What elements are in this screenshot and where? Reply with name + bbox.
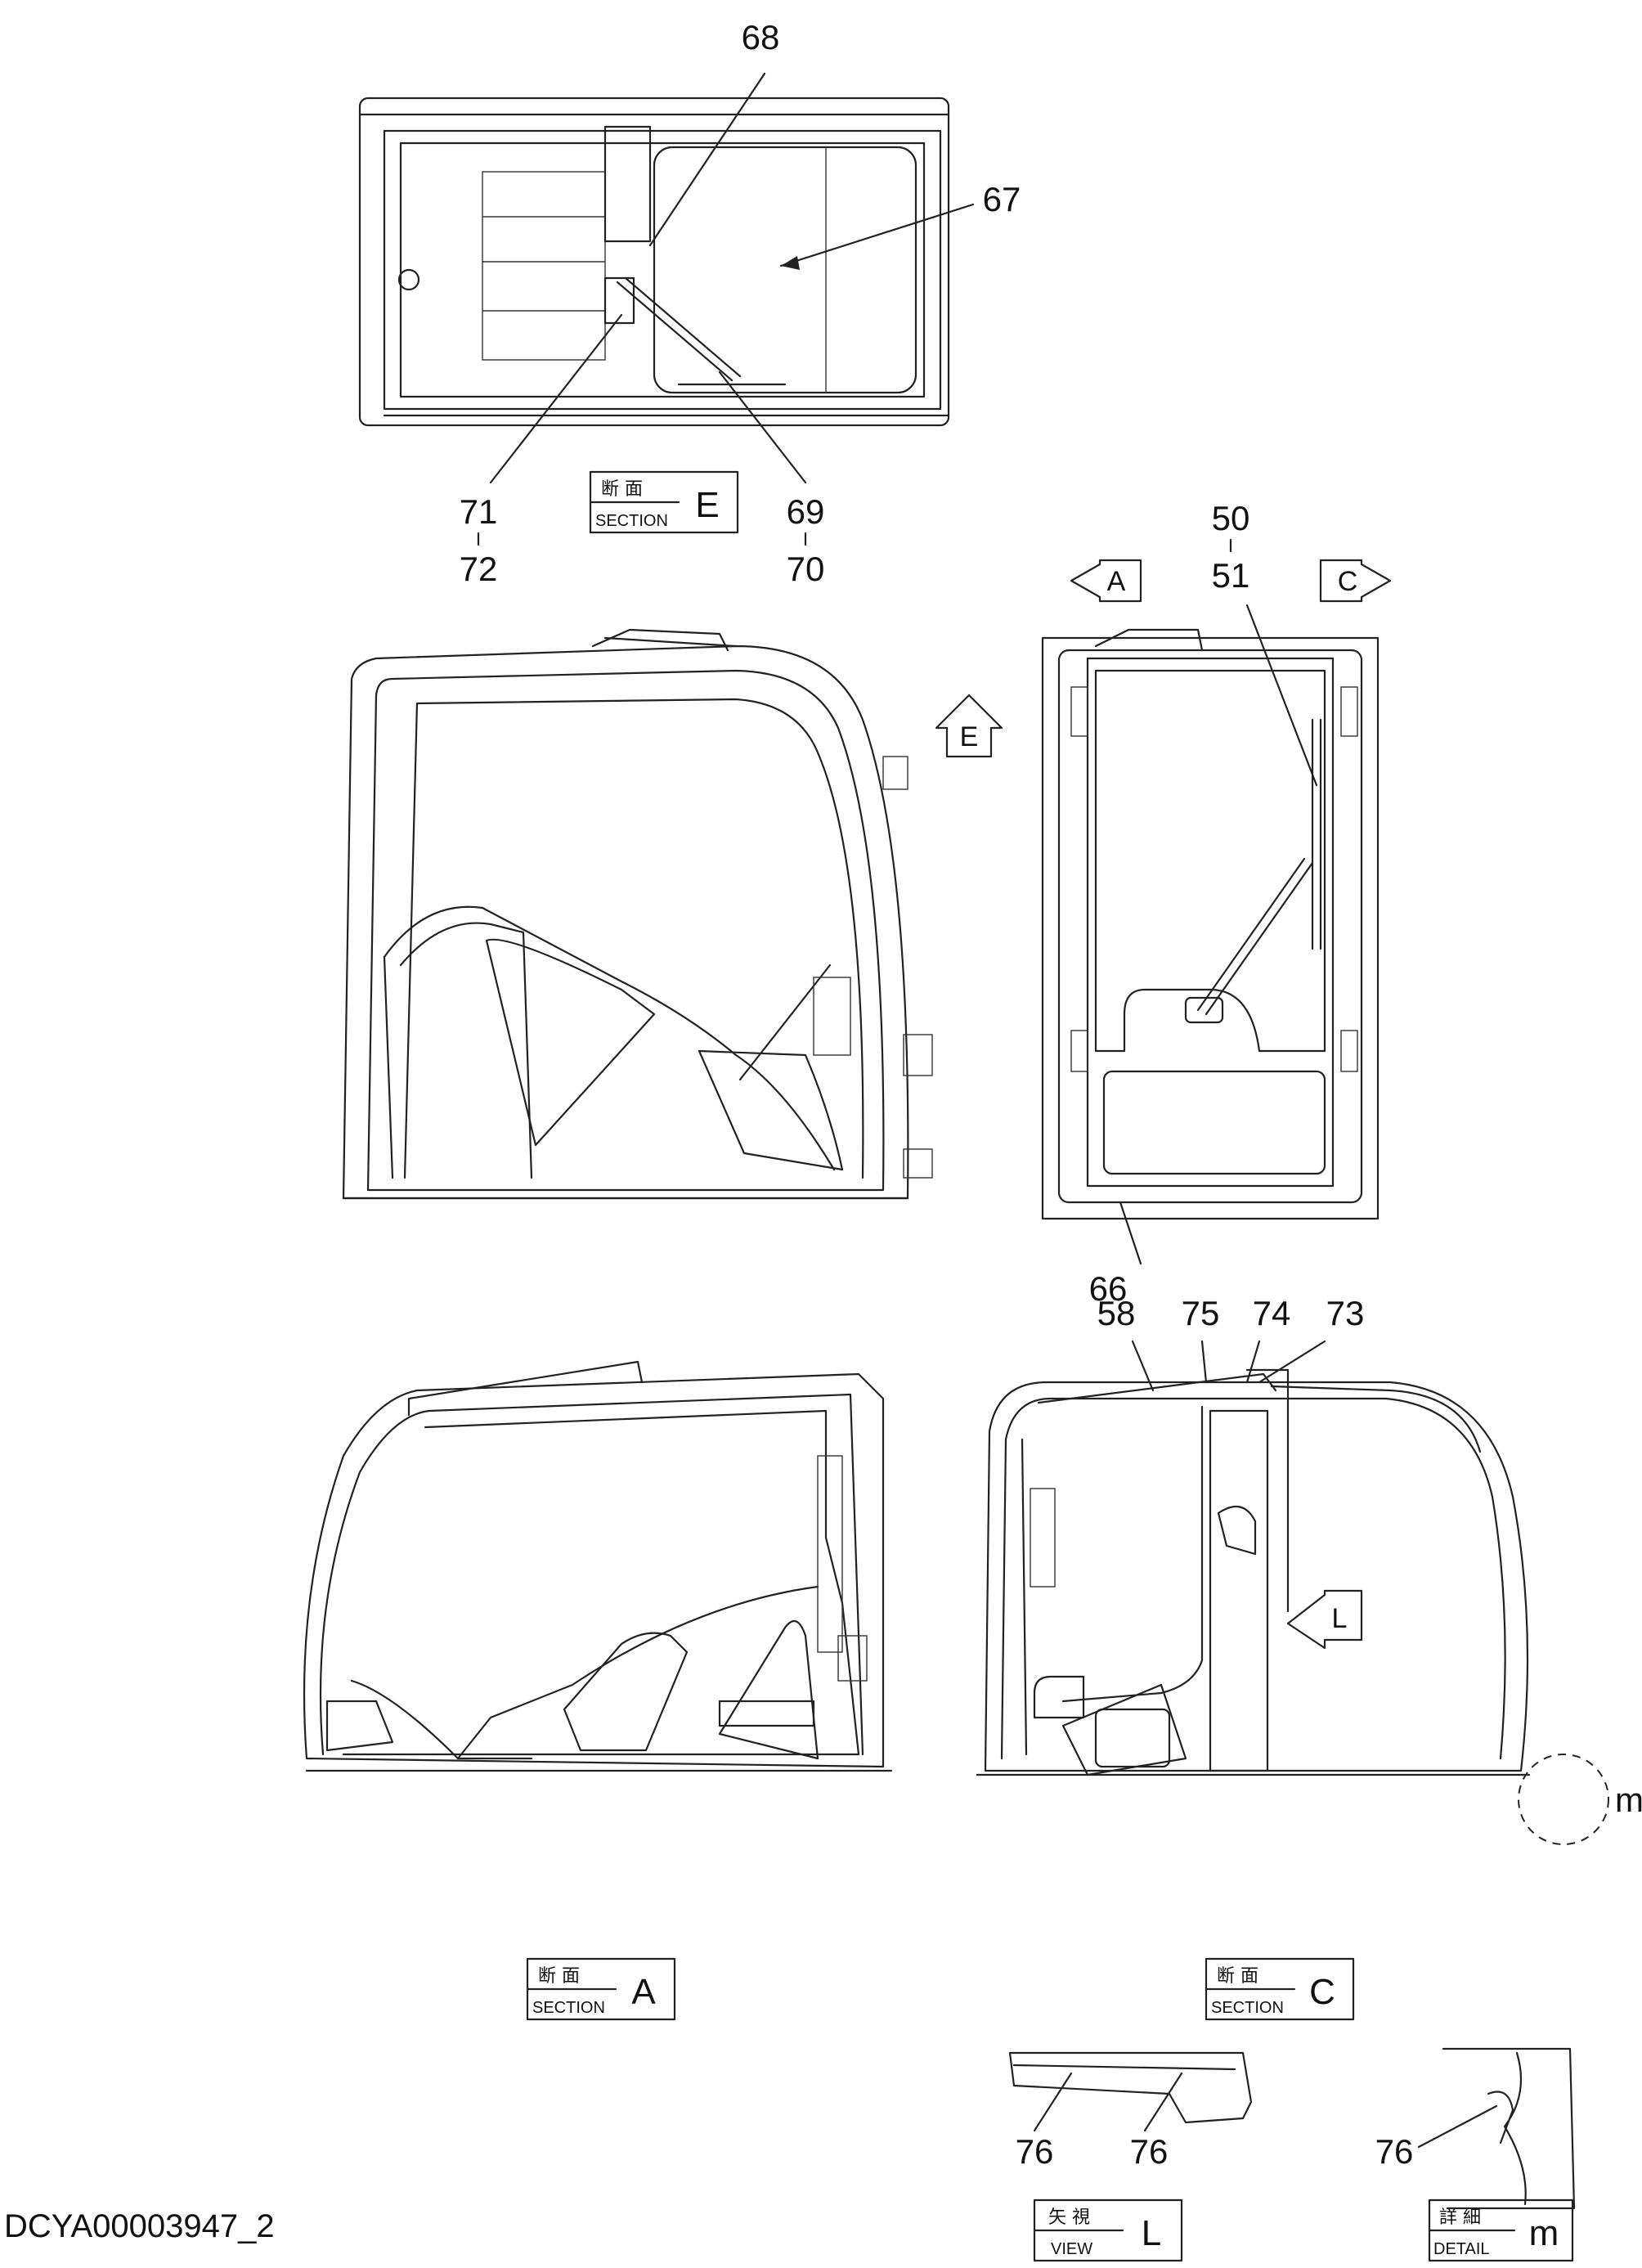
callout-73: 73: [1326, 1294, 1365, 1332]
label-section-c: 断 面 SECTION C: [1205, 1957, 1355, 2021]
label-section-a-letter: A: [631, 1972, 656, 2012]
callout-72: 72: [460, 550, 498, 588]
callout-74: 74: [1253, 1294, 1291, 1332]
label-section-c-jp: 断 面: [1217, 1966, 1258, 1987]
detail-m-view: [1417, 2047, 1576, 2210]
callout-76-right: 76: [1375, 2132, 1414, 2171]
cab-front-view: [1041, 604, 1380, 1265]
label-view-l-en: VIEW: [1051, 2240, 1092, 2258]
view-arrow-a: A: [1070, 559, 1142, 603]
label-section-c-en: SECTION: [1211, 1999, 1284, 2017]
callout-70: 70: [787, 550, 825, 588]
callout-76-left: 76: [1016, 2132, 1054, 2171]
callout-58: 58: [1097, 1294, 1136, 1332]
view-arrow-e: E: [935, 694, 1003, 758]
callout-67: 67: [983, 180, 1021, 218]
callout-68: 68: [742, 18, 780, 56]
label-view-l: 矢 視 VIEW L: [1033, 2198, 1183, 2262]
callout-51: 51: [1212, 556, 1250, 595]
callout-50: 50: [1212, 499, 1250, 537]
label-section-a-en: SECTION: [532, 1999, 605, 2017]
section-c-view: [976, 1340, 1531, 1776]
callout-labels: 68 67 71 72 69 70 50 51 66 58 75 74 73 7…: [460, 18, 1414, 2171]
label-view-l-letter: L: [1142, 2213, 1161, 2253]
callout-66: 66: [1089, 1269, 1128, 1308]
label-detail-m-jp: 詳 細: [1439, 2207, 1481, 2228]
label-detail-m-letter: m: [1529, 2213, 1559, 2253]
section-e-top-view: [358, 72, 975, 484]
label-section-e-en: SECTION: [595, 512, 668, 530]
label-section-e: 断 面 SECTION E: [589, 470, 739, 534]
view-arrow-c: C: [1319, 559, 1392, 603]
view-arrow-e-label: E: [960, 721, 979, 752]
label-section-a-jp: 断 面: [538, 1966, 580, 1987]
view-arrow-l-label: L: [1332, 1603, 1348, 1634]
detail-m-circle: m: [1518, 1754, 1642, 1845]
cab-side-view: [342, 628, 933, 1200]
callout-71: 71: [460, 492, 498, 531]
label-section-e-letter: E: [695, 485, 719, 525]
callout-69: 69: [787, 492, 825, 531]
label-section-c-letter: C: [1309, 1972, 1335, 2012]
label-section-e-jp: 断 面: [601, 479, 643, 500]
label-detail-m: 詳 細 DETAIL m: [1428, 2198, 1574, 2262]
section-a-view: [303, 1360, 893, 1772]
view-arrow-l: L: [1286, 1589, 1363, 1650]
label-detail-m-en: DETAIL: [1433, 2240, 1490, 2258]
label-view-l-jp: 矢 視: [1048, 2207, 1090, 2228]
callout-76-middle: 76: [1130, 2132, 1169, 2171]
view-l-detail: [1008, 2051, 1253, 2132]
callout-75: 75: [1182, 1294, 1220, 1332]
view-arrow-a-label: A: [1107, 566, 1126, 597]
view-arrow-c-label: C: [1338, 566, 1358, 597]
detail-marker-m: m: [1615, 1781, 1642, 1819]
label-section-a: 断 面 SECTION A: [526, 1957, 676, 2021]
document-id: DCYA00003947_2: [4, 2208, 275, 2244]
